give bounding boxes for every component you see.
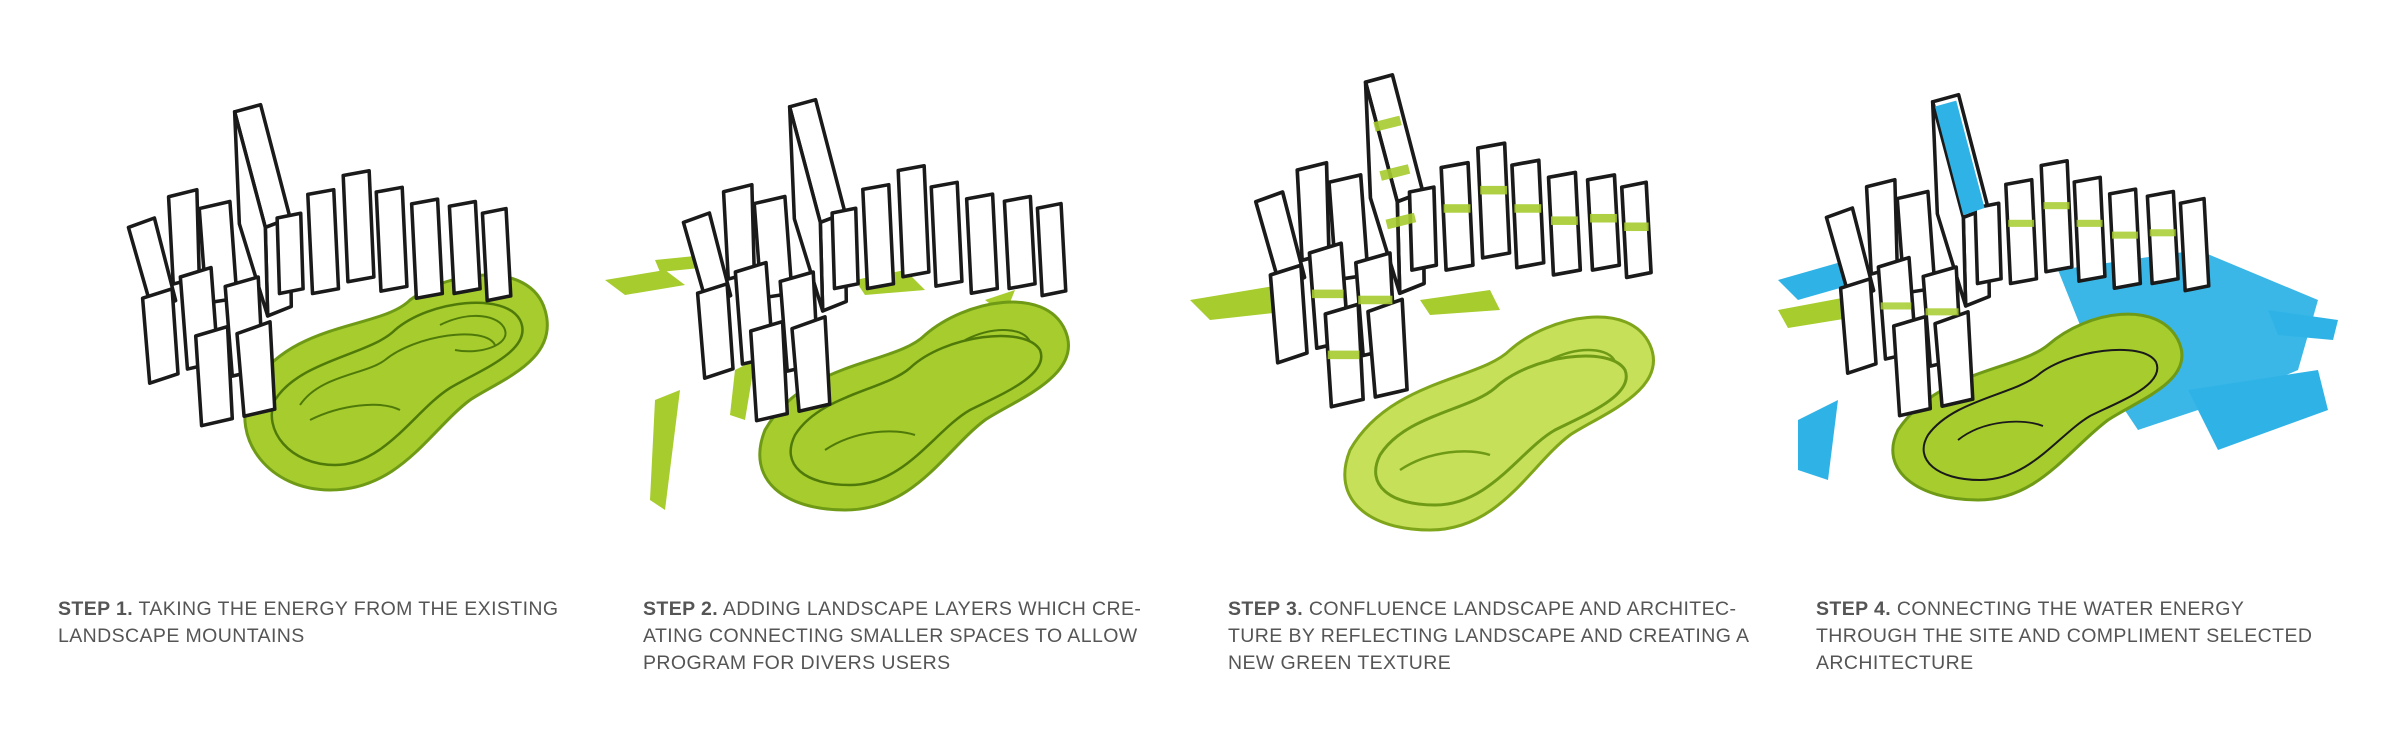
step-3-label: STEP 3. xyxy=(1228,598,1304,620)
step-2-caption: STEP 2. ADDING LANDSCAPE LAYERS WHICH CR… xyxy=(643,596,1183,677)
step-2-label: STEP 2. xyxy=(643,598,719,620)
step-4-line-3: ARCHITECTURE xyxy=(1816,652,1974,674)
step-1-panel: STEP 1. TAKING THE ENERGY FROM THE EXIST… xyxy=(0,0,588,750)
step-1-line-1: TAKING THE ENERGY FROM THE EXISTING xyxy=(138,598,559,620)
step-3-caption: STEP 3. CONFLUENCE LANDSCAPE AND ARCHITE… xyxy=(1228,596,1768,677)
step-3-sketch xyxy=(1190,73,1655,532)
landscape-mountains xyxy=(1778,295,2184,502)
step-1-caption: STEP 1. TAKING THE ENERGY FROM THE EXIST… xyxy=(58,596,598,650)
step-1-line-2: LANDSCAPE MOUNTAINS xyxy=(58,625,305,647)
step-3-line-3: NEW GREEN TEXTURE xyxy=(1228,652,1452,674)
step-4-panel: STEP 4. CONNECTING THE WATER ENERGY THRO… xyxy=(1758,0,2346,750)
facade-green-bands xyxy=(1880,202,2176,316)
step-2-sketch xyxy=(605,97,1070,512)
step-2-line-2: ATING CONNECTING SMALLER SPACES TO ALLOW xyxy=(643,625,1138,647)
step-4-caption: STEP 4. CONNECTING THE WATER ENERGY THRO… xyxy=(1816,596,2356,677)
step-2-line-3: PROGRAM FOR DIVERS USERS xyxy=(643,652,951,674)
step-4-line-2: THROUGH THE SITE AND COMPLIMENT SELECTED xyxy=(1816,625,2313,647)
step-1-sketch xyxy=(126,102,549,492)
step-3-line-2: TURE BY REFLECTING LANDSCAPE AND CREATIN… xyxy=(1228,625,1750,647)
step-2-line-1: ADDING LANDSCAPE LAYERS WHICH CRE- xyxy=(722,598,1142,620)
step-4-label: STEP 4. xyxy=(1816,598,1892,620)
facade-green-bands xyxy=(1311,115,1649,360)
step-4-sketch xyxy=(1778,92,2338,502)
step-3-panel: STEP 3. CONFLUENCE LANDSCAPE AND ARCHITE… xyxy=(1170,0,1758,750)
step-1-label: STEP 1. xyxy=(58,598,134,620)
blue-tower-facade xyxy=(1935,100,1985,216)
step-4-line-1: CONNECTING THE WATER ENERGY xyxy=(1896,598,2245,620)
step-2-panel: STEP 2. ADDING LANDSCAPE LAYERS WHICH CR… xyxy=(585,0,1173,750)
green-texture-landscape xyxy=(1190,285,1655,532)
landscape-mountains xyxy=(243,273,549,492)
step-3-line-1: CONFLUENCE LANDSCAPE AND ARCHITEC- xyxy=(1308,598,1737,620)
